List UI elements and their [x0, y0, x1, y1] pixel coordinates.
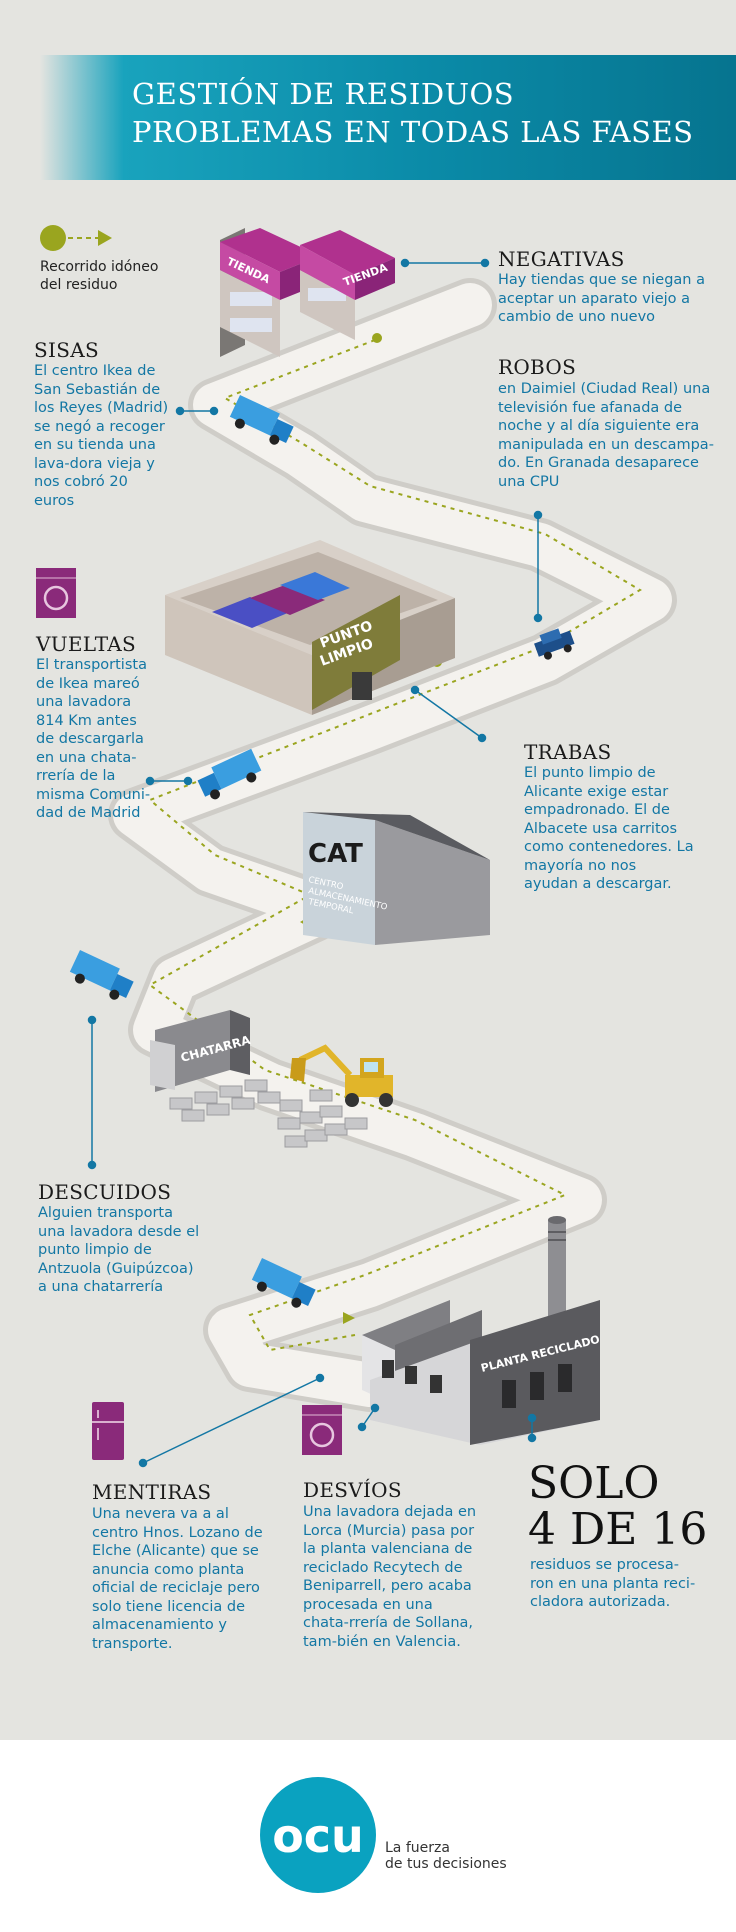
- legend-label: Recorrido idóneo del residuo: [40, 259, 159, 293]
- text-trabas: El punto limpio de Alicante exige estar …: [524, 765, 694, 892]
- cat-illustration: CAT CENTRO ALMACENAMIENTO TEMPORAL: [303, 812, 490, 945]
- text-negativas: Hay tiendas que se niegan a aceptar un a…: [498, 272, 705, 325]
- heading-descuidos: DESCUIDOS: [38, 1180, 172, 1204]
- stores-illustration: TIENDA TIENDA: [220, 228, 395, 357]
- text-desvios: Una lavadora dejada en Lorca (Murcia) pa…: [303, 1504, 477, 1650]
- text-mentiras: Una nevera va a al centro Hnos. Lozano d…: [92, 1506, 263, 1652]
- title-banner: GESTIÓN DE RESIDUOS PROBLEMAS EN TODAS L…: [40, 55, 736, 180]
- heading-negativas: NEGATIVAS: [498, 247, 625, 271]
- heading-desvios: DESVÍOS: [303, 1478, 402, 1502]
- truck-icon: [197, 748, 262, 800]
- text-sisas: El centro Ikea de San Sebastián de los R…: [34, 363, 169, 509]
- planta-illustration: PLANTA RECICLADO: [362, 1216, 601, 1445]
- text-vueltas: El transportista de Ikea mareó una lavad…: [36, 657, 151, 821]
- heading-robos: ROBOS: [498, 355, 577, 379]
- washing-machine-icon: [36, 568, 76, 618]
- svg-text:ocu: ocu: [272, 1809, 364, 1863]
- excavator-icon: [290, 1044, 393, 1107]
- svg-text:CAT: CAT: [308, 839, 363, 869]
- tagline-line-1: La fuerza: [385, 1840, 450, 1856]
- summary-count: 4 DE 16: [528, 1504, 708, 1555]
- truck-icon: [69, 950, 134, 1000]
- washing-machine-icon: [302, 1405, 342, 1455]
- heading-sisas: SISAS: [34, 338, 99, 362]
- text-descuidos: Alguien transporta una lavadora desde el…: [38, 1205, 200, 1295]
- heading-trabas: TRABAS: [524, 740, 612, 764]
- car-icon: [534, 628, 575, 660]
- footer-tagline: La fuerza de tus decisiones: [385, 1840, 525, 1872]
- truck-icon: [229, 395, 294, 445]
- chatarra-illustration: CHATARRA: [150, 1010, 368, 1148]
- heading-mentiras: MENTIRAS: [92, 1480, 212, 1504]
- tagline-line-2: de tus decisiones: [385, 1856, 507, 1872]
- fridge-icon: [92, 1402, 124, 1460]
- heading-vueltas: VUELTAS: [36, 632, 137, 656]
- text-robos: en Daimiel (Ciudad Real) una televisión …: [498, 381, 714, 490]
- title-line-2: PROBLEMAS EN TODAS LAS FASES: [132, 115, 694, 149]
- ocu-logo: ocu: [260, 1777, 376, 1893]
- title-line-1: GESTIÓN DE RESIDUOS: [132, 77, 515, 111]
- summary-text: residuos se procesa-ron en una planta re…: [530, 1557, 696, 1610]
- truck-icon: [251, 1258, 316, 1308]
- connector-lines: [87, 258, 543, 1468]
- legend-dot-arrow-icon: [40, 225, 112, 251]
- punto-limpio-illustration: PUNTO LIMPIO: [165, 540, 455, 715]
- summary-solo: SOLO: [528, 1458, 660, 1509]
